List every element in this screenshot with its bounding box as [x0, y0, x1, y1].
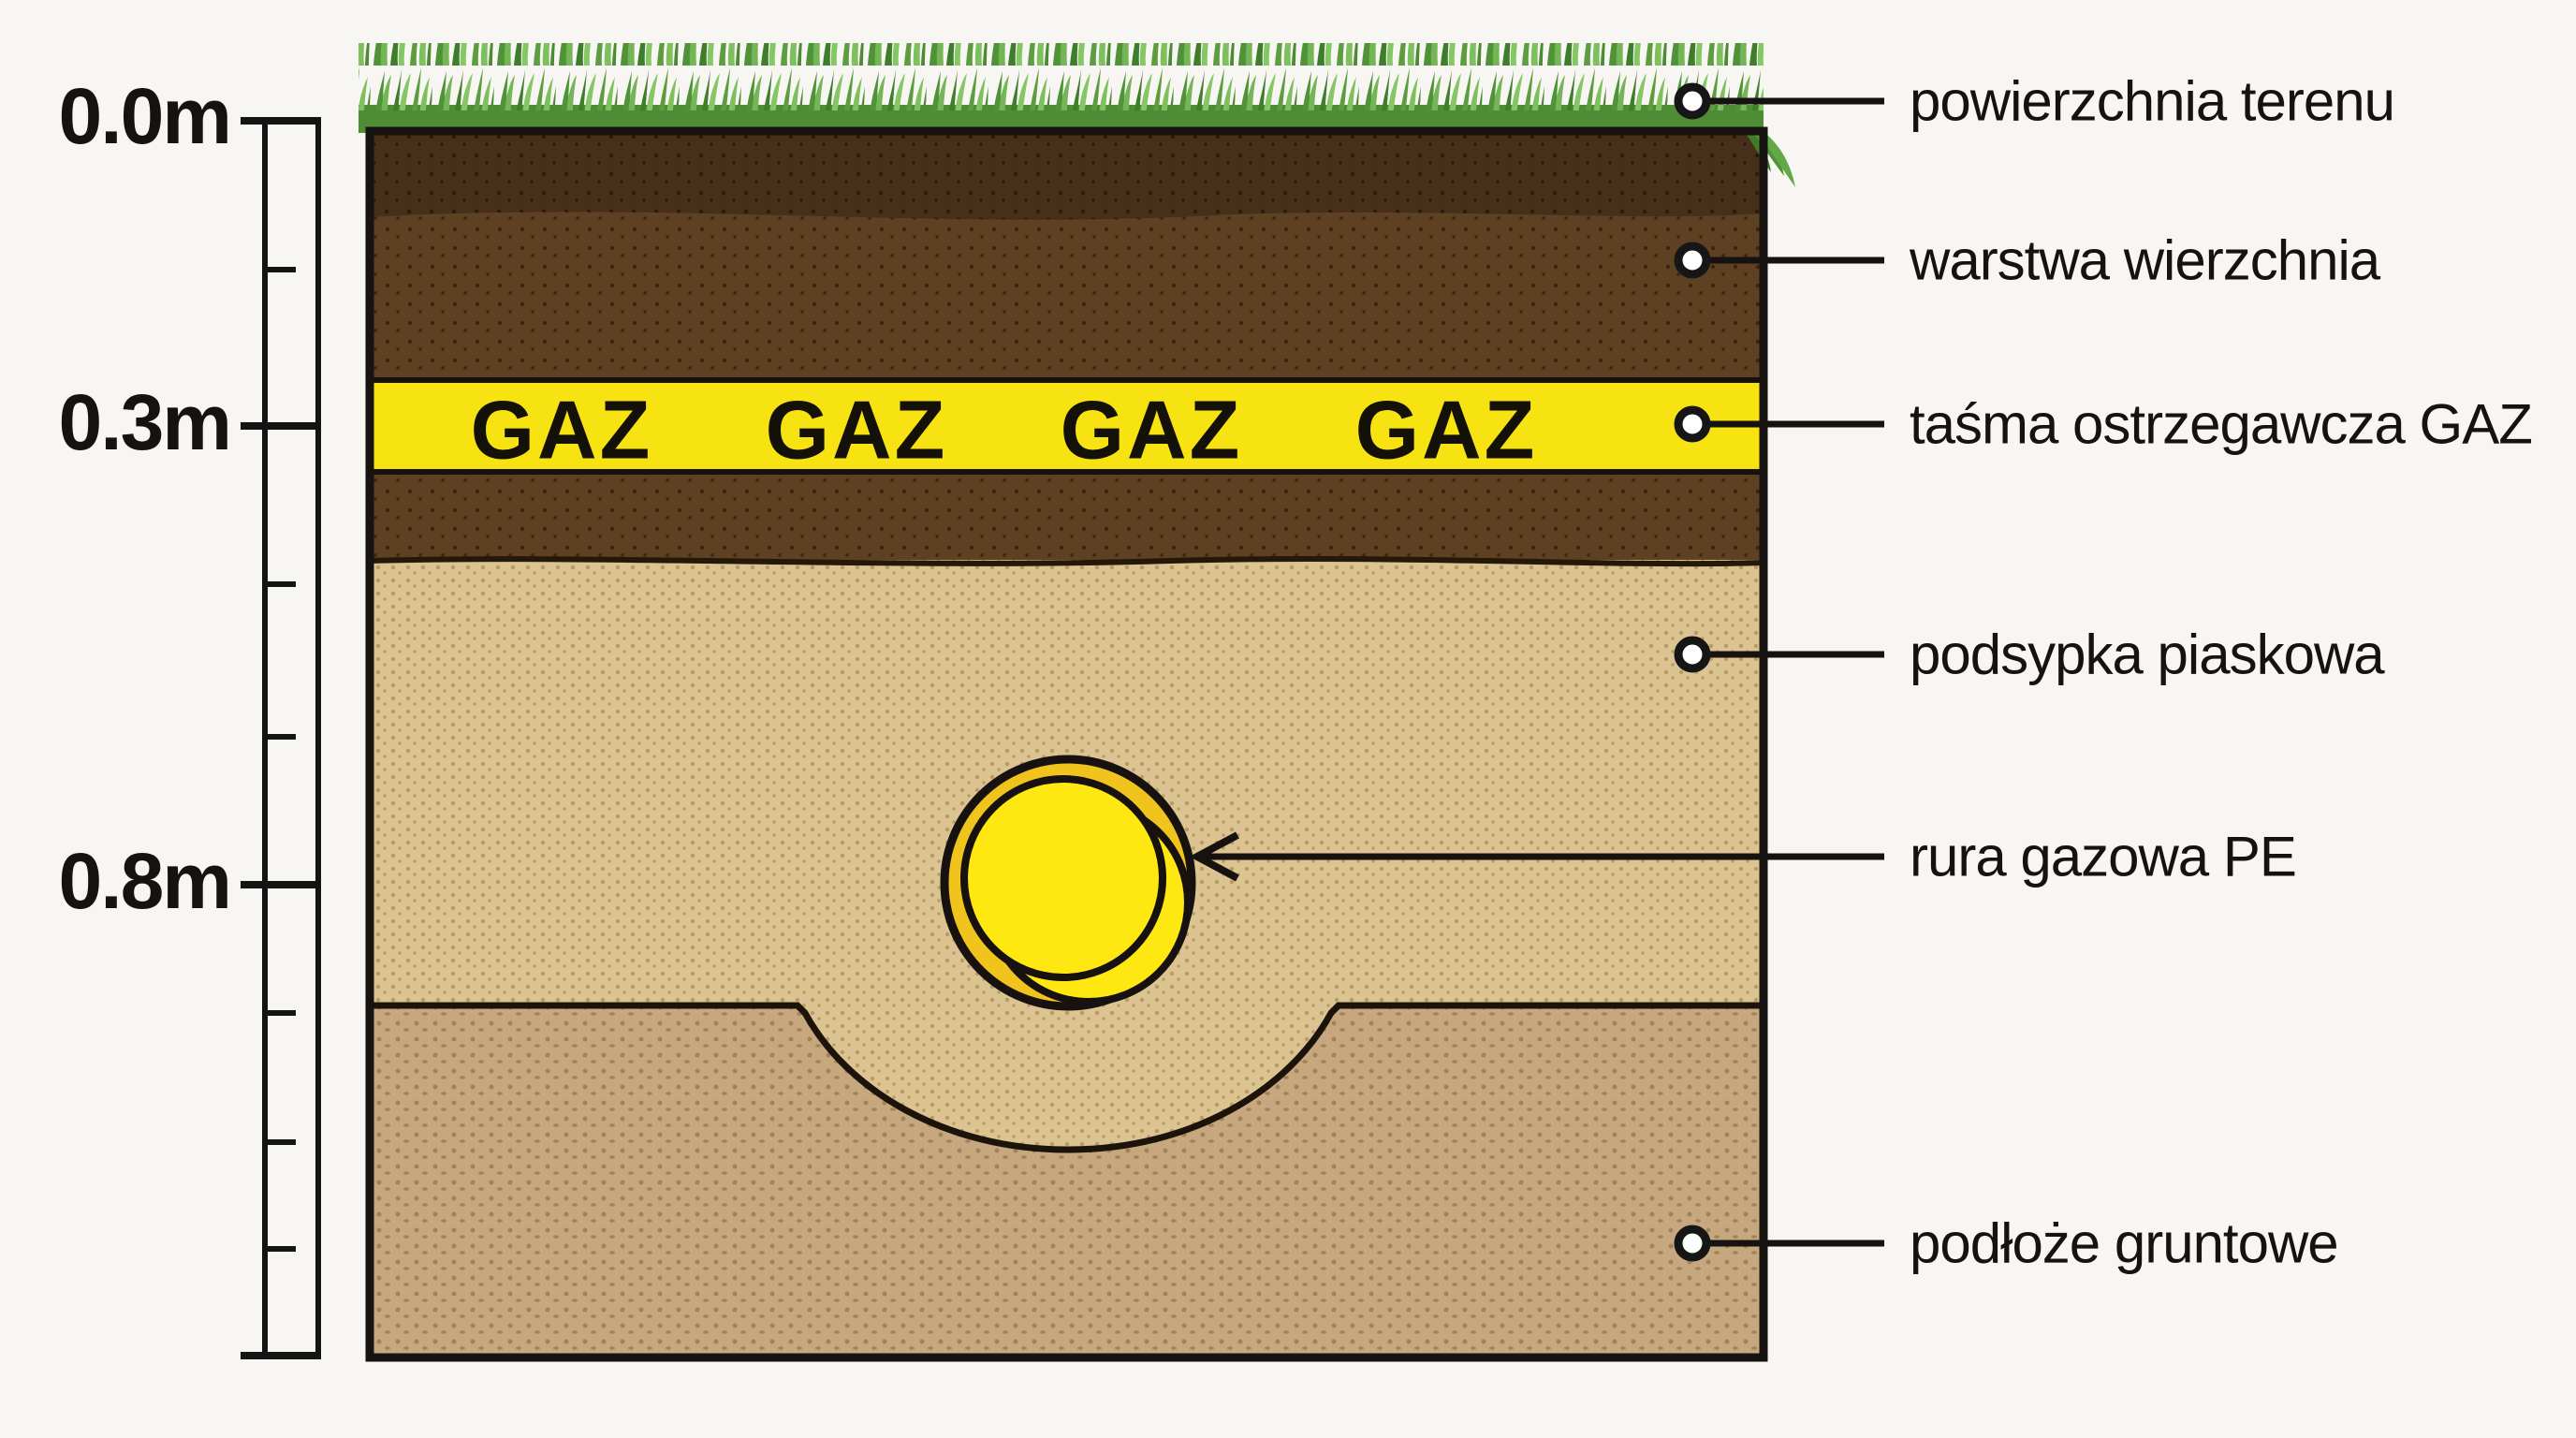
annotation-leaders: [1189, 97, 1884, 1247]
annotation-dots: [1674, 82, 1711, 1262]
dot-tape: [1674, 405, 1711, 443]
label-tape: taśma ostrzegawcza GAZ: [1910, 393, 2532, 456]
label-pipe: rura gazowa PE: [1910, 826, 2296, 888]
gaz-text-2: GAZ: [766, 384, 948, 477]
label-surface: powierzchnia terenu: [1910, 70, 2394, 133]
gaz-text-3: GAZ: [1061, 384, 1243, 477]
trench-box-border: [365, 126, 1768, 1362]
label-subsoil: podłoże gruntowe: [1910, 1212, 2338, 1275]
gas-pipe: [940, 755, 1196, 1011]
dot-topsoil: [1674, 242, 1711, 279]
topsoil-lower-band: [370, 212, 1764, 378]
warning-tape-text: GAZ GAZ GAZ GAZ: [471, 384, 1538, 477]
gaz-text-4: GAZ: [1355, 384, 1538, 477]
subsoil-boundary-line: [370, 1002, 1764, 1153]
subsoil-layer: [370, 1005, 1764, 1357]
warning-tape-band: [370, 377, 1764, 475]
dot-sand: [1674, 636, 1711, 673]
pipe-inner-bore: [960, 775, 1166, 981]
gaz-text-1: GAZ: [471, 384, 653, 477]
annotation-labels: powierzchnia terenu warstwa wierzchnia t…: [1909, 70, 2533, 1275]
arrowhead-pipe: [1189, 831, 1239, 882]
sand-top-boundary-line: [369, 556, 1764, 567]
dot-subsoil: [1674, 1225, 1711, 1262]
depth-label-0m: 0.0m: [59, 72, 230, 160]
soil-profile: [369, 129, 1764, 1357]
dot-surface: [1674, 82, 1711, 120]
grass-blades-dense: [359, 94, 1764, 110]
subsoil-brown-band: [370, 475, 1764, 564]
depth-ruler: [241, 117, 321, 1359]
depth-label-03m: 0.3m: [59, 378, 230, 466]
depth-labels: 0.0m 0.3m 0.8m: [59, 72, 232, 925]
label-sand: podsypka piaskowa: [1910, 624, 2385, 686]
label-topsoil: warstwa wierzchnia: [1909, 229, 2381, 292]
depth-label-08m: 0.8m: [59, 837, 230, 925]
